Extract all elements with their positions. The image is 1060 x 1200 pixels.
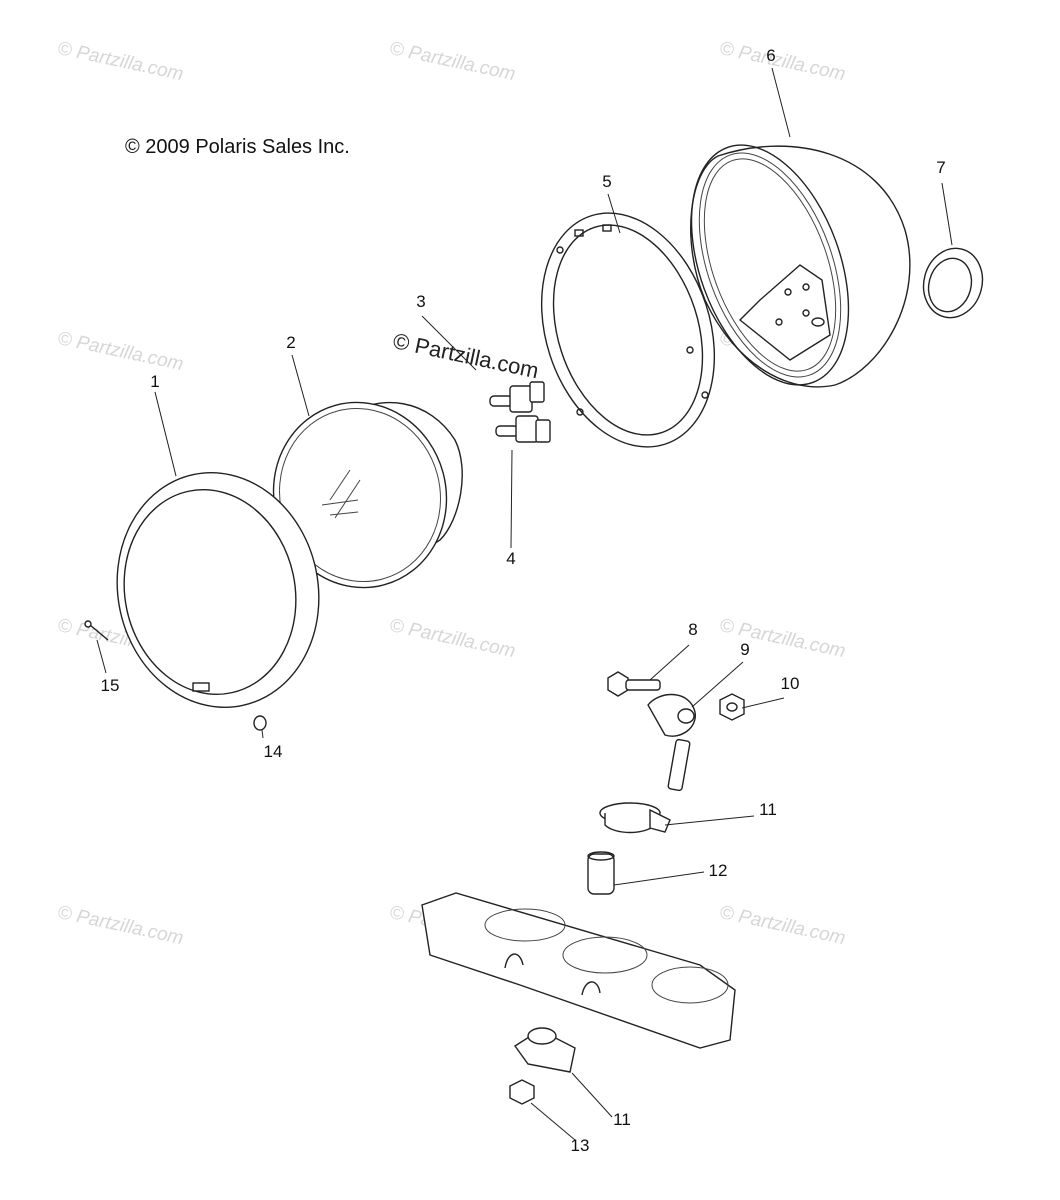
callout-7: 7 xyxy=(936,158,946,177)
callout-1: 1 xyxy=(150,372,160,391)
part-15-screw xyxy=(84,620,109,641)
part-2-lens xyxy=(272,401,463,589)
part-3-bulb xyxy=(489,381,545,413)
callout-3: 3 xyxy=(416,292,426,311)
part-10-nut xyxy=(719,693,745,721)
part-13-nut xyxy=(509,1079,535,1105)
part-4-bulb xyxy=(495,415,551,443)
part-6-housing xyxy=(690,144,911,388)
callout-4: 4 xyxy=(506,549,516,568)
callout-11: 11 xyxy=(759,800,777,819)
base-bracket xyxy=(421,892,736,1049)
callout-11b: 11 xyxy=(613,1110,631,1129)
part-9-bracket xyxy=(647,693,696,792)
part-12-spacer xyxy=(587,851,615,895)
copyright-text: © 2009 Polaris Sales Inc. xyxy=(125,136,350,158)
part-8-bolt xyxy=(607,671,661,697)
part-5-mounting-ring xyxy=(540,212,716,448)
callout-6: 6 xyxy=(766,46,776,65)
part-11-bushing-lower xyxy=(513,1027,576,1073)
callout-14: 14 xyxy=(263,742,283,761)
leader-lines xyxy=(96,67,953,1141)
callout-5: 5 xyxy=(602,172,612,191)
callout-9: 9 xyxy=(740,640,750,659)
part-11-bushing-upper xyxy=(599,802,671,834)
callout-13: 13 xyxy=(570,1136,590,1155)
callout-12: 12 xyxy=(708,861,728,880)
part-7-grommet xyxy=(922,247,984,319)
callout-8: 8 xyxy=(688,620,698,639)
callout-10: 10 xyxy=(780,674,800,693)
callout-2: 2 xyxy=(286,333,296,352)
part-14-nut xyxy=(253,715,267,731)
callout-15: 15 xyxy=(100,676,120,695)
part-1-bezel xyxy=(116,472,320,708)
